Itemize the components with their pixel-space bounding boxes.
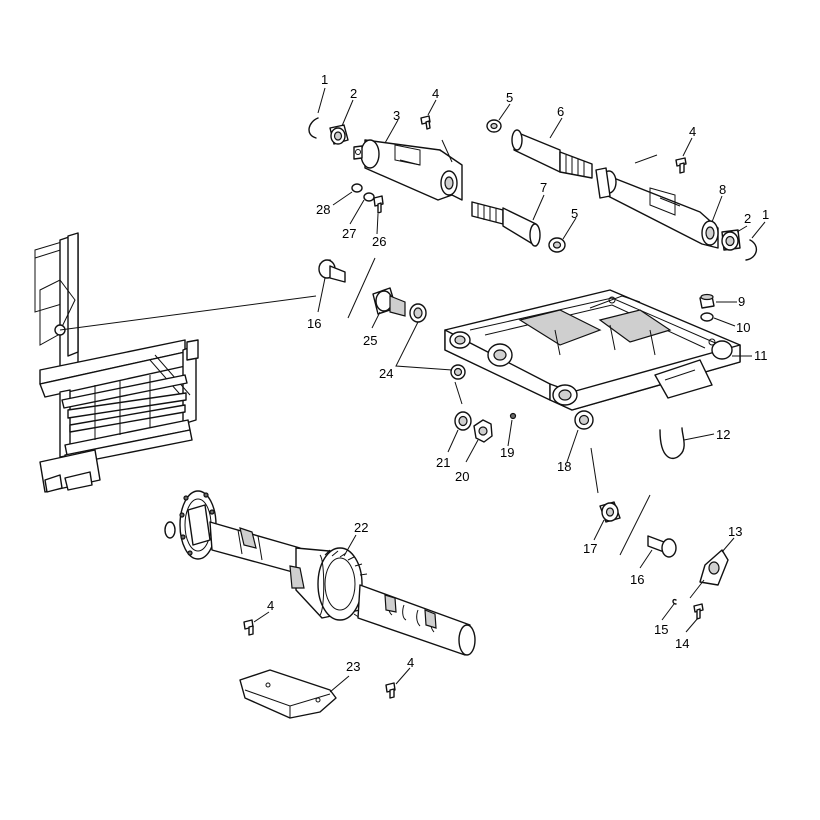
callout-20: 20: [455, 469, 469, 484]
snap-ring-left: [308, 117, 319, 139]
bearing-carrier-right: [595, 167, 719, 249]
callout-19: 19: [500, 445, 514, 460]
callout-27: 27: [342, 226, 356, 241]
callout-10: 10: [736, 320, 750, 335]
pivot-shaft-lower: [471, 201, 541, 247]
callout-7: 7: [540, 180, 547, 195]
bolt-26: [373, 195, 384, 214]
callout-14: 14: [675, 636, 689, 651]
washer-21: [454, 411, 472, 431]
callout-26: 26: [372, 234, 386, 249]
skid-plate: [239, 669, 337, 719]
bearing-right: [721, 229, 741, 251]
callout-23: 23: [346, 659, 360, 674]
bushing-17: [599, 501, 621, 523]
lock-washer-15: [672, 598, 677, 605]
callout-9: 9: [738, 294, 745, 309]
callout-2: 2: [744, 211, 751, 226]
pivot-bolt-left: [318, 259, 346, 283]
washer-27: [363, 192, 375, 202]
callout-3: 3: [393, 108, 400, 123]
washer-18: [574, 410, 594, 430]
callout-18: 18: [557, 459, 571, 474]
grease-fitting-19: [509, 412, 517, 420]
callout-4: 4: [267, 598, 274, 613]
bolt-top-left: [420, 115, 431, 130]
nut-9: [699, 293, 715, 309]
bolt-14: [693, 603, 704, 620]
pivot-bolt-right: [647, 535, 677, 558]
callout-28: 28: [316, 202, 330, 217]
callout-13: 13: [728, 524, 742, 539]
snap-ring-right: [745, 239, 757, 261]
callout-16: 16: [630, 572, 644, 587]
callout-2: 2: [350, 86, 357, 101]
nut-top: [486, 119, 502, 133]
callout-21: 21: [436, 455, 450, 470]
callout-labels: 1 2 3 4 5 6 4 8 2 1 7 5 28 27 26 16 25 2…: [267, 72, 769, 674]
rear-axle: [164, 490, 476, 656]
callout-4: 4: [407, 655, 414, 670]
callout-25: 25: [363, 333, 377, 348]
callout-11: 11: [754, 348, 768, 363]
callout-5: 5: [506, 90, 513, 105]
u-bolt: [659, 427, 685, 459]
nut-20: [473, 419, 493, 443]
callout-leaders: [253, 87, 766, 693]
nut-lower: [548, 237, 566, 253]
washer-28: [351, 183, 363, 193]
callout-4: 4: [432, 86, 439, 101]
callout-4: 4: [689, 124, 696, 139]
bolt-top-right: [675, 157, 687, 174]
bearing-left: [329, 124, 349, 145]
pivot-shaft-upper: [511, 129, 593, 179]
callout-22: 22: [354, 520, 368, 535]
bearing-carrier-left: [353, 139, 463, 201]
callout-1: 1: [321, 72, 328, 87]
callout-24: 24: [379, 366, 393, 381]
retainer-plate: [699, 549, 729, 586]
callout-6: 6: [557, 104, 564, 119]
callout-8: 8: [719, 182, 726, 197]
callout-17: 17: [583, 541, 597, 556]
callout-16: 16: [307, 316, 321, 331]
callout-12: 12: [716, 427, 730, 442]
callout-1: 1: [762, 207, 769, 222]
callout-15: 15: [654, 622, 668, 637]
bolt-bottom: [385, 682, 396, 699]
bolt-lower-left: [243, 619, 254, 636]
washer-10: [700, 312, 714, 322]
bushing-25: [372, 287, 406, 317]
callout-5: 5: [571, 206, 578, 221]
swing-arm: [444, 289, 741, 411]
frame-section: [34, 232, 317, 493]
